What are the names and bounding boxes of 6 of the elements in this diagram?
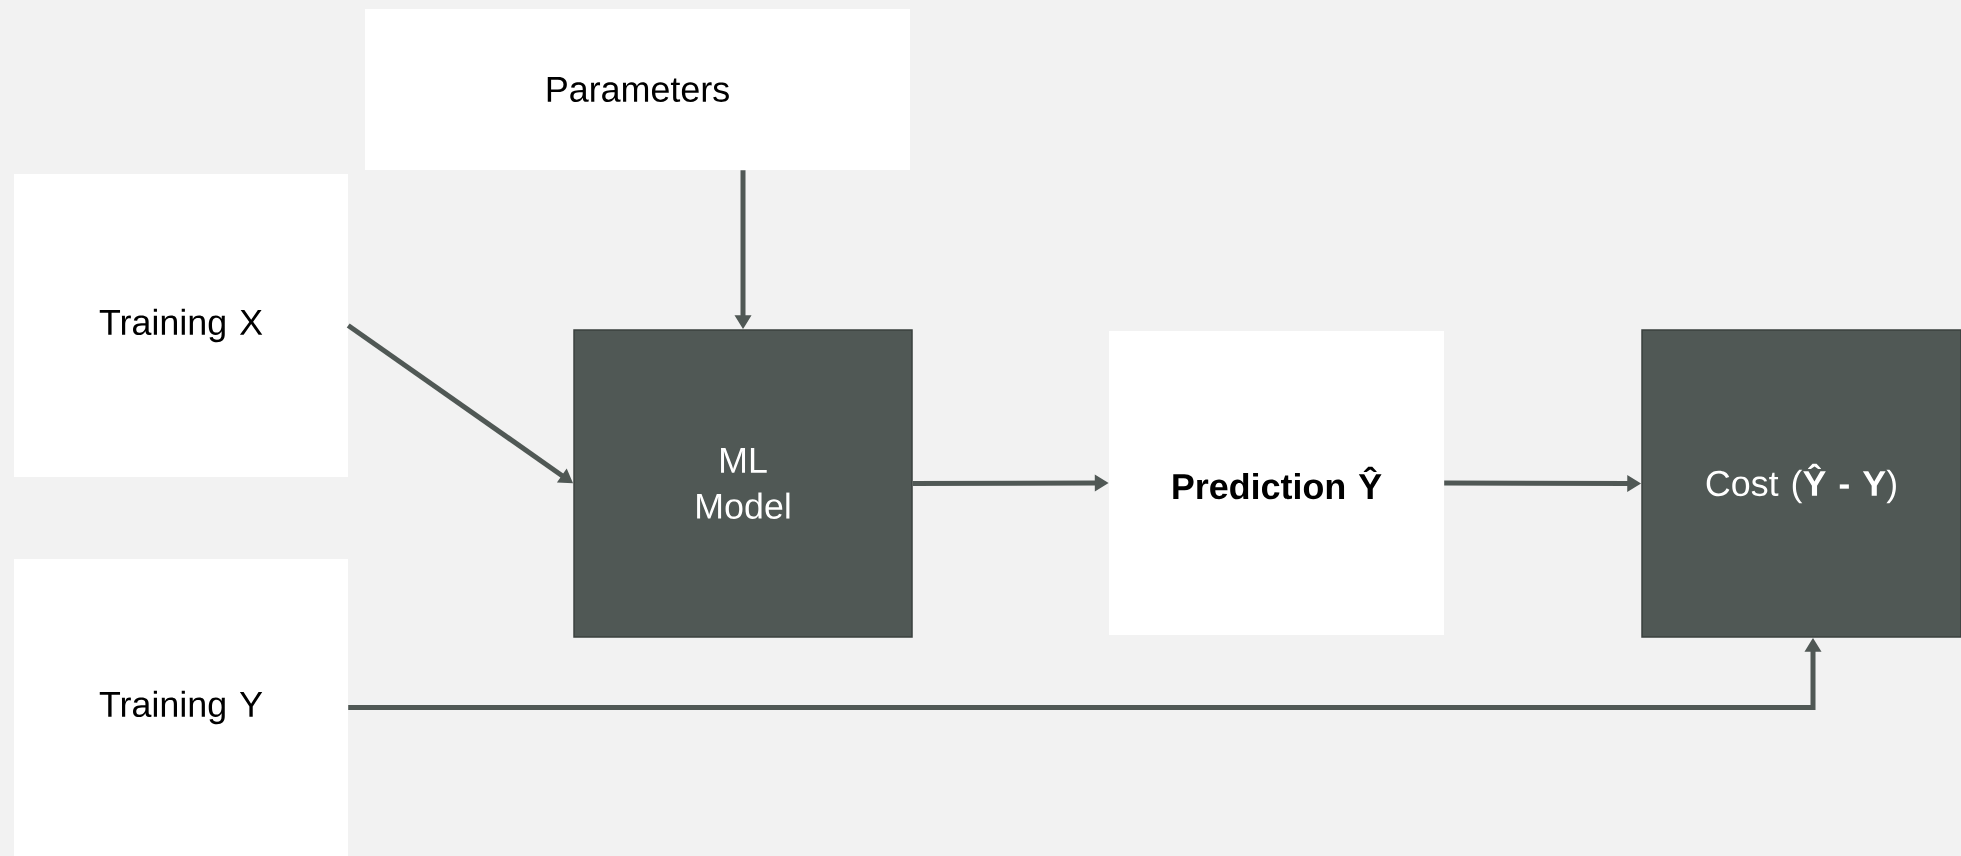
cost-box: Cost (Ŷ - Y) [1641, 329, 1961, 638]
input-box: Training X [14, 174, 348, 477]
input-box: Training Y [14, 559, 348, 856]
input-box: Parameters [365, 9, 910, 170]
output-box: Prediction Ŷ [1109, 331, 1444, 635]
model-box: ML Model [573, 329, 913, 638]
